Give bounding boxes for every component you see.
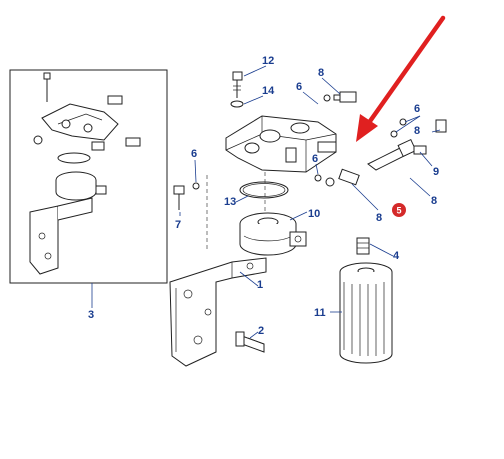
red-arrow-icon: [356, 15, 446, 142]
filter-cartridge: [339, 262, 393, 364]
callout-11: 11: [314, 307, 326, 319]
callout-1: 1: [257, 279, 263, 291]
callout-13: 13: [224, 196, 236, 208]
callout-2: 2: [258, 325, 264, 337]
inset-view: [9, 69, 168, 284]
callout-5: 5: [397, 206, 402, 216]
callout-6-mid: 6: [312, 153, 318, 165]
callout-3: 3: [88, 309, 94, 321]
red-circle-badge-icon: 5: [392, 203, 406, 217]
mounting-bracket: [169, 257, 267, 367]
callout-9: 9: [433, 166, 439, 178]
callout-6-top: 6: [296, 81, 302, 93]
callout-8-right-bottom: 8: [431, 195, 437, 207]
callout-14: 14: [262, 85, 275, 97]
callout-labels: 12 14 6 8 6 7 13 10 6 8 6 8 9 8 4 1 2 11…: [88, 55, 439, 337]
callout-6-right: 6: [414, 103, 420, 115]
callout-12: 12: [262, 55, 274, 67]
callout-8-mid: 8: [376, 212, 382, 224]
callout-10: 10: [308, 208, 320, 220]
callout-6-left: 6: [191, 148, 197, 160]
thread-adapter: [356, 237, 370, 255]
filter-housing: [239, 212, 307, 256]
filter-head-assembly: [173, 71, 447, 210]
callout-7: 7: [175, 219, 181, 231]
callout-4: 4: [393, 250, 400, 262]
callout-8-top: 8: [318, 67, 324, 79]
leader-lines: [91, 65, 441, 339]
bracket-bolt: [235, 331, 265, 353]
o-ring: [239, 181, 289, 199]
callout-8-right-top: 8: [414, 125, 420, 137]
